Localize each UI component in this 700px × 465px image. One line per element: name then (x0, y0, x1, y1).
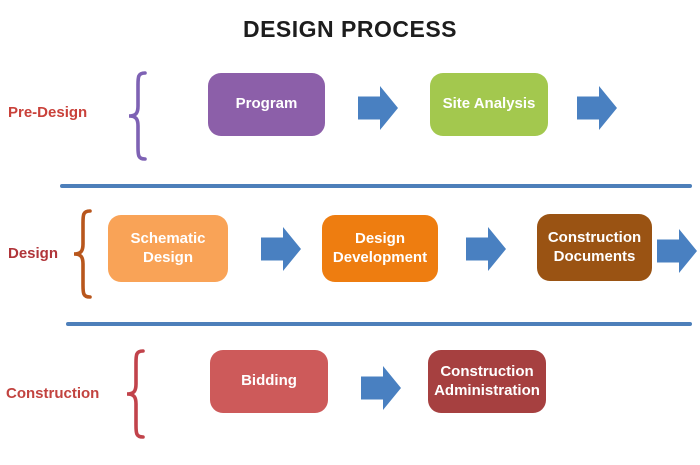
step-label: Construction Administration (434, 362, 540, 399)
brace-icon (70, 208, 94, 300)
step-construction-administration: Construction Administration (428, 350, 546, 413)
step-program: Program (208, 73, 325, 136)
step-design-development: Design Development (322, 215, 438, 282)
step-bidding: Bidding (210, 350, 328, 413)
divider-line (66, 322, 692, 326)
arrow-right-icon (466, 227, 506, 271)
arrow-right-icon (361, 366, 401, 410)
step-label: Site Analysis (442, 95, 536, 113)
step-label: Program (235, 95, 298, 113)
divider-line (60, 184, 692, 188)
phase-label-construction: Construction (6, 385, 100, 402)
arrow-right-icon (657, 229, 697, 273)
step-site-analysis: Site Analysis (430, 73, 548, 136)
step-construction-documents: Construction Documents (537, 214, 652, 281)
brace-icon (123, 348, 147, 440)
page-title: DESIGN PROCESS (242, 16, 458, 42)
step-label: Schematic Design (130, 229, 206, 266)
arrow-right-icon (261, 227, 301, 271)
brace-icon (125, 70, 149, 162)
step-label: Design Development (332, 229, 428, 266)
phase-label-pre-design: Pre-Design (8, 104, 88, 121)
step-label: Construction Documents (547, 228, 642, 265)
step-label: Bidding (241, 372, 297, 390)
step-schematic-design: Schematic Design (108, 215, 228, 282)
phase-label-design: Design (8, 245, 59, 262)
arrow-right-icon (577, 86, 617, 130)
arrow-right-icon (358, 86, 398, 130)
